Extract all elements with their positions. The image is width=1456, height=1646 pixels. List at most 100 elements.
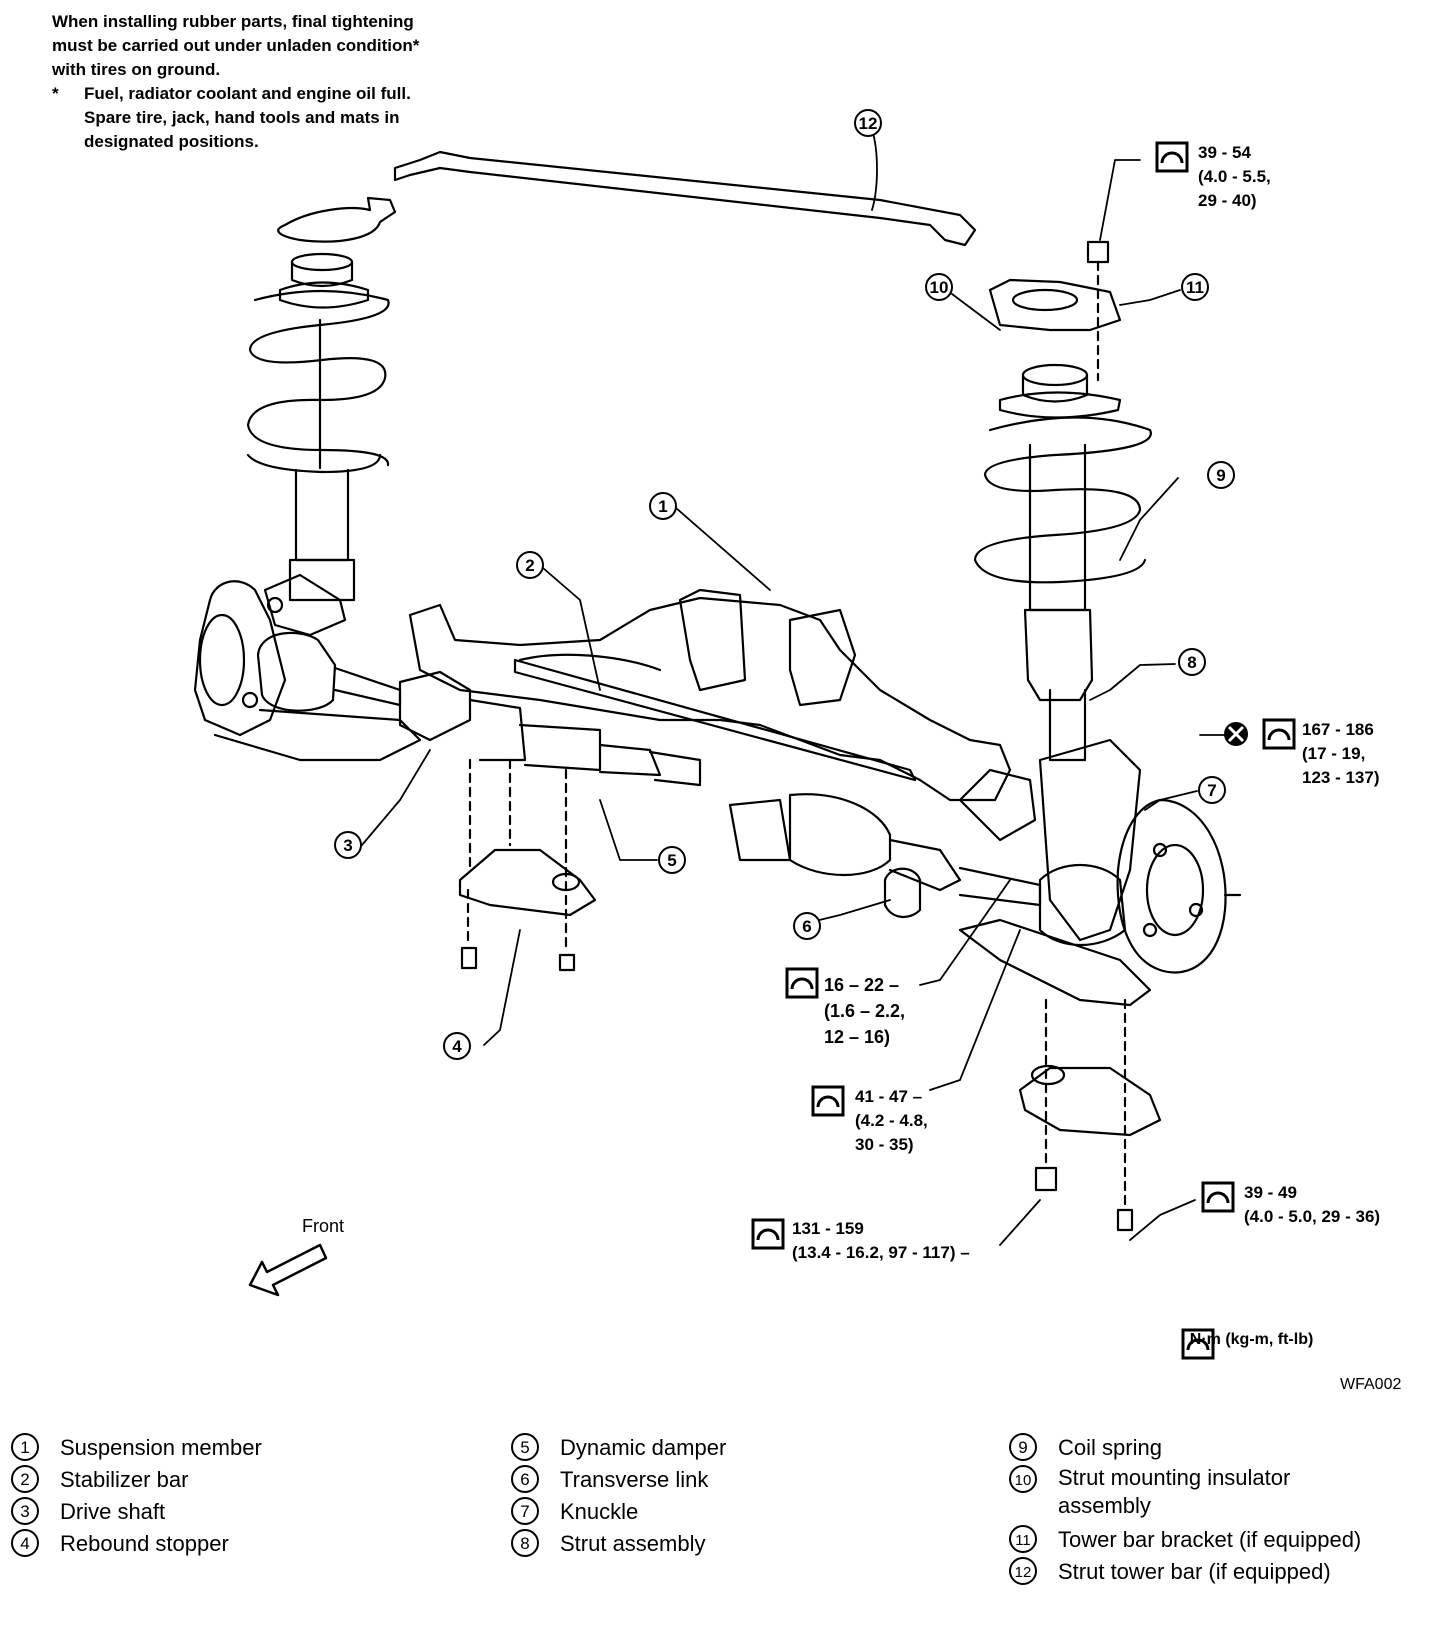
strut-tower-bar-drawing [393, 150, 977, 247]
part-label: Strut tower bar (if equipped) [1058, 1559, 1331, 1584]
callout-2: 2 [516, 551, 544, 579]
torque-line: 167 - 186 [1302, 720, 1374, 739]
svg-text:11: 11 [1015, 1532, 1031, 1549]
right-rebound-stopper-drawing [1018, 998, 1162, 1232]
callout-3: 3 [334, 831, 362, 859]
part-number-badge: 2 [10, 1464, 40, 1494]
torque-spec-stabilizer-link: 16 – 22 – (1.6 – 2.2, 12 – 16) [824, 972, 905, 1050]
note-line-2: must be carried out under unladen condit… [52, 36, 420, 55]
callout-8: 8 [1178, 648, 1206, 676]
part-label: Strut assembly [560, 1531, 706, 1556]
note-bullet: * Fuel, radiator coolant and engine oil … [52, 82, 532, 154]
callout-9-num: 9 [1216, 466, 1225, 485]
callout-3-num: 3 [343, 836, 352, 855]
svg-text:10: 10 [1015, 1472, 1032, 1489]
left-knuckle-hub-drawing [193, 573, 422, 762]
figure-code: WFA002 [1340, 1376, 1402, 1393]
parts-list-col-3: 9 Coil spring 10 Strut mounting insulato… [1008, 1432, 1361, 1588]
torque-line: 16 – 22 – [824, 975, 900, 995]
torque-line: 123 - 137) [1302, 768, 1380, 787]
part-number-badge: 4 [10, 1528, 40, 1558]
part-label: Drive shaft [60, 1499, 166, 1524]
svg-text:6: 6 [520, 1470, 529, 1489]
svg-text:1: 1 [20, 1438, 29, 1457]
callout-10-num: 10 [930, 278, 949, 297]
torque-line: (4.0 - 5.0, 29 - 36) [1244, 1207, 1381, 1226]
right-knuckle-hub-drawing [958, 738, 1242, 1007]
suspension-member-drawing [408, 596, 1012, 802]
torque-unit-legend: : N·m (kg-m, ft-lb) [1180, 1331, 1314, 1348]
torque-wrench-icons [751, 141, 1296, 1360]
installation-note: When installing rubber parts, final tigh… [52, 10, 532, 154]
list-item: 1 Suspension member [10, 1432, 262, 1464]
part-label: Suspension member [60, 1435, 262, 1460]
part-label: Transverse link [560, 1467, 709, 1492]
callout-5: 5 [658, 846, 686, 874]
part-number-badge: 12 [1008, 1556, 1038, 1586]
callout-5-num: 5 [667, 851, 676, 870]
front-label: Front [302, 1216, 345, 1236]
torque-line: 131 - 159 [792, 1219, 864, 1238]
part-number-badge: 7 [510, 1496, 540, 1526]
list-item: 4 Rebound stopper [10, 1528, 262, 1560]
stabilizer-bar-drawing [513, 658, 917, 782]
torque-line: 39 - 54 [1198, 143, 1251, 162]
svg-text:3: 3 [20, 1502, 29, 1521]
parts-list-col-2: 5 Dynamic damper 6 Transverse link 7 Knu… [510, 1432, 726, 1560]
torque-line: (4.2 - 4.8, [855, 1111, 928, 1130]
list-item: 3 Drive shaft [10, 1496, 262, 1528]
callout-1: 1 [649, 492, 677, 520]
callout-10: 10 [925, 273, 953, 301]
torque-wrench-icon [751, 1218, 785, 1250]
transverse-link-bushing-drawing [883, 867, 922, 918]
parts-list-col-1: 1 Suspension member 2 Stabilizer bar 3 D… [10, 1432, 262, 1560]
left-strut-drawing [246, 252, 390, 602]
part-number-badge: 3 [10, 1496, 40, 1526]
note-bullet-line-2: Spare tire, jack, hand tools and mats in [84, 108, 400, 127]
note-line-1: When installing rubber parts, final tigh… [52, 12, 414, 31]
callout-7-num: 7 [1207, 781, 1216, 800]
svg-text:2: 2 [20, 1470, 29, 1489]
left-driveshaft-drawing [256, 631, 702, 787]
part-label: Stabilizer bar [60, 1467, 189, 1492]
callout-12-num: 12 [859, 114, 878, 133]
part-number-badge: 11 [1008, 1524, 1038, 1554]
front-arrow-icon [248, 1243, 328, 1297]
torque-line: 30 - 35) [855, 1135, 914, 1154]
part-label: Dynamic damper [560, 1435, 727, 1460]
tighten-discard-icon [1224, 722, 1248, 746]
callout-7: 7 [1198, 776, 1226, 804]
svg-text:5: 5 [520, 1438, 529, 1457]
callout-6: 6 [793, 912, 821, 940]
torque-spec-ball-joint: 41 - 47 – (4.2 - 4.8, 30 - 35) [855, 1085, 928, 1157]
list-item: 7 Knuckle [510, 1496, 726, 1528]
torque-spec-strut-knuckle: 167 - 186 (17 - 19, 123 - 137) [1302, 718, 1380, 790]
torque-spec-top-nut: 39 - 54 (4.0 - 5.5, 29 - 40) [1198, 141, 1271, 213]
torque-line: (4.0 - 5.5, [1198, 167, 1271, 186]
torque-line: (1.6 – 2.2, [824, 1001, 906, 1021]
svg-text:4: 4 [20, 1534, 29, 1553]
torque-line: 12 – 16) [824, 1027, 891, 1047]
note-line-3: with tires on ground. [52, 60, 221, 79]
svg-text:7: 7 [520, 1502, 529, 1521]
suspension-diagram: 12 10 11 9 1 2 8 7 [193, 109, 1296, 1360]
callout-11: 11 [1181, 273, 1209, 301]
part-number-badge: 1 [10, 1432, 40, 1462]
svg-text:8: 8 [520, 1534, 529, 1553]
torque-spec-rebound-bolt: 39 - 49 (4.0 - 5.0, 29 - 36) [1244, 1181, 1380, 1229]
list-item: 9 Coil spring [1008, 1432, 1361, 1464]
torque-line: 39 - 49 [1244, 1183, 1297, 1202]
part-number-badge: 8 [510, 1528, 540, 1558]
part-label: Tower bar bracket (if equipped) [1058, 1527, 1362, 1552]
part-number-badge: 6 [510, 1464, 540, 1494]
torque-line: (17 - 19, [1302, 744, 1366, 763]
list-item: 6 Transverse link [510, 1464, 726, 1496]
note-asterisk: * [52, 84, 59, 103]
torque-wrench-icon [1201, 1181, 1235, 1213]
list-item: 11 Tower bar bracket (if equipped) [1008, 1524, 1361, 1556]
callout-circles: 12 10 11 9 1 2 8 7 [334, 109, 1235, 1060]
list-item: 10 Strut mounting insulator assembly [1008, 1464, 1361, 1520]
note-bullet-line-1: Fuel, radiator coolant and engine oil fu… [84, 84, 411, 103]
part-number-badge: 9 [1008, 1432, 1038, 1462]
callout-1-num: 1 [658, 497, 667, 516]
